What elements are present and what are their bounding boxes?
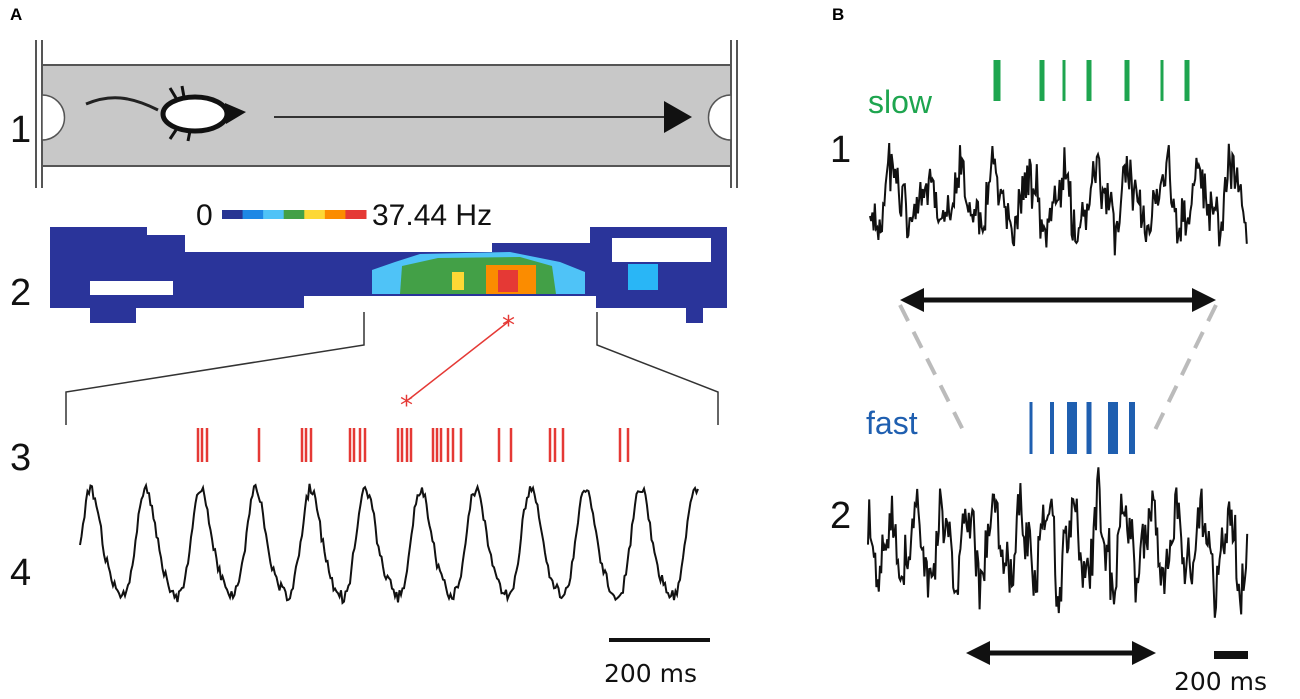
reward-well-left xyxy=(41,94,66,141)
spike-raster-a xyxy=(196,428,630,462)
asterisk-top: * xyxy=(502,311,515,341)
colorbar: 0 37.44 Hz xyxy=(196,199,492,232)
row-label-a1: 1 xyxy=(10,109,31,151)
linear-track xyxy=(35,40,738,188)
cycle-arrow-slow xyxy=(900,288,1216,312)
row-label-a4: 4 xyxy=(10,552,31,594)
colorbar-max-label: 37.44 Hz xyxy=(372,199,492,232)
colorbar-segment xyxy=(324,210,346,219)
row-label-a2: 2 xyxy=(10,272,31,314)
lfp-trace-slow xyxy=(869,142,1248,256)
panel-b-letter: B xyxy=(832,5,844,24)
colorbar-segment xyxy=(345,210,367,219)
reward-well-right xyxy=(707,94,732,141)
colorbar-segment xyxy=(263,210,285,219)
asterisk-bottom: * xyxy=(400,391,413,421)
field-yellow-spot xyxy=(452,272,464,290)
colorbar-segment xyxy=(283,210,305,219)
compression-guides xyxy=(898,304,1218,431)
field-to-spike-connector: * * xyxy=(400,311,515,421)
rat-icon xyxy=(85,85,246,142)
lfp-trace-fast xyxy=(867,467,1249,618)
theta-lfp-trace xyxy=(79,482,699,605)
fast-label: fast xyxy=(866,405,918,441)
panel-a-letter: A xyxy=(10,5,22,24)
unvisited-area-right xyxy=(612,238,711,262)
colorbar-segment xyxy=(304,210,326,219)
spike-raster-fast xyxy=(1029,402,1135,454)
colorbar-segment xyxy=(242,210,264,219)
place-field-heatmap xyxy=(50,227,727,323)
track-body xyxy=(41,64,732,167)
scale-bar-b-label: 200 ms xyxy=(1174,667,1267,696)
colorbar-segment xyxy=(222,210,244,219)
zoom-lines xyxy=(65,312,719,425)
row-label-b1: 1 xyxy=(830,129,851,171)
unvisited-area-left xyxy=(90,281,173,295)
spike-raster-slow xyxy=(993,60,1190,101)
colorbar-min-label: 0 xyxy=(196,199,213,232)
row-label-b2: 2 xyxy=(830,495,851,537)
cycle-arrow-fast xyxy=(966,641,1156,665)
slow-label: slow xyxy=(868,84,933,120)
row-label-a3: 3 xyxy=(10,437,31,479)
field-peak xyxy=(498,270,518,292)
scale-bar-a-label: 200 ms xyxy=(604,659,697,688)
direction-arrow-head xyxy=(664,101,692,133)
field-spot-small xyxy=(628,264,658,290)
colorbar-gradient xyxy=(222,210,367,219)
